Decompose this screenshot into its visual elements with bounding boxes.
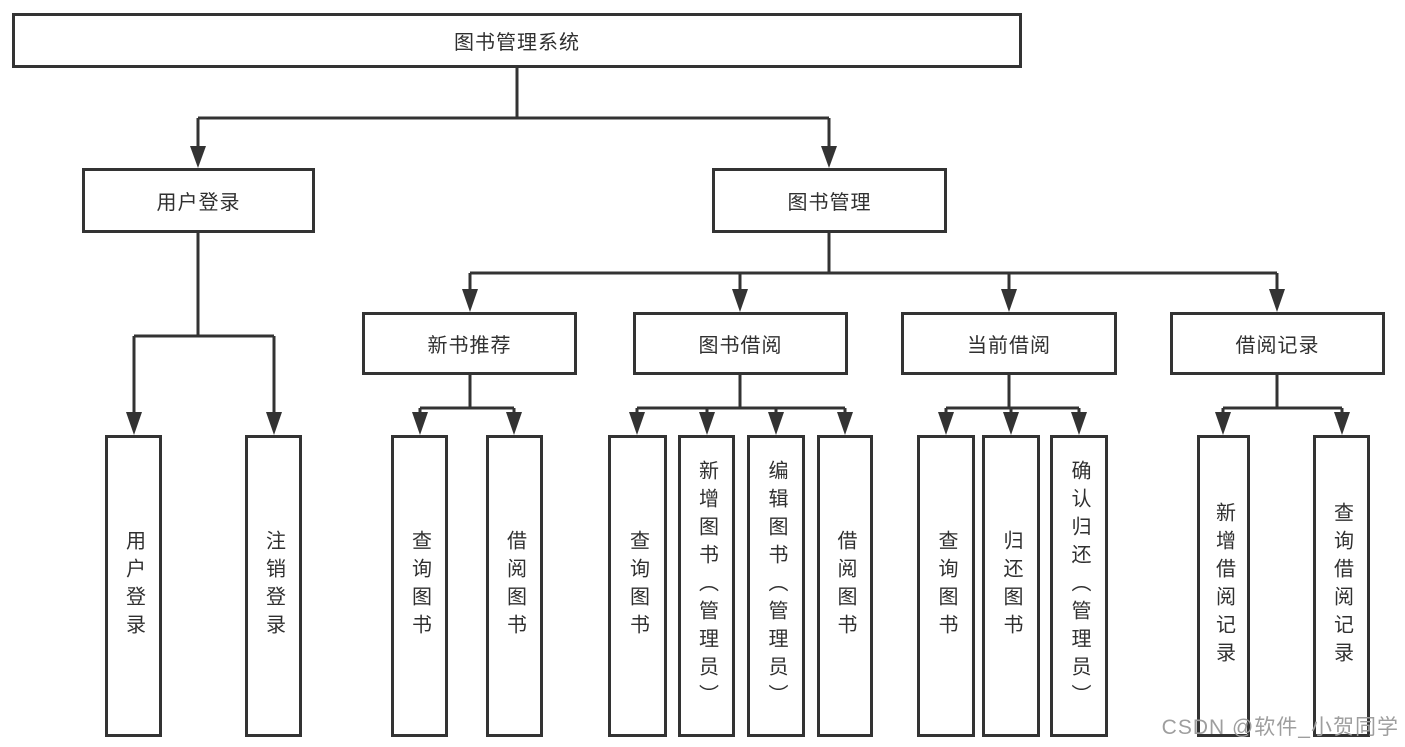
node-label: 用户登录 xyxy=(122,530,145,642)
node-label: 注销登录 xyxy=(262,530,285,642)
arrowhead xyxy=(1269,289,1285,312)
node-label: 图书管理系统 xyxy=(454,32,580,54)
node-label: 借阅记录 xyxy=(1235,335,1320,357)
node-current-borrow: 当前借阅 xyxy=(901,312,1117,375)
leaf-query-books-borrow: 查询图书 xyxy=(608,435,667,737)
node-user-login: 用户登录 xyxy=(82,168,315,233)
arrowhead xyxy=(768,412,784,435)
node-label: 查询图书 xyxy=(626,530,649,642)
node-label: 确认归还（管理员） xyxy=(1068,460,1090,712)
leaf-edit-books-admin: 编辑图书（管理员） xyxy=(747,435,805,737)
leaf-confirm-return-admin: 确认归还（管理员） xyxy=(1050,435,1108,737)
arrowhead xyxy=(462,289,478,312)
leaf-borrow-books-recommend: 借阅图书 xyxy=(486,435,543,737)
arrowhead xyxy=(699,412,715,435)
node-label: 图书借阅 xyxy=(698,335,783,357)
node-book-management: 图书管理 xyxy=(712,168,947,233)
arrowhead xyxy=(506,412,522,435)
leaf-query-borrow-record: 查询借阅记录 xyxy=(1313,435,1370,737)
node-label: 新书推荐 xyxy=(427,335,512,357)
node-label: 用户登录 xyxy=(156,192,241,214)
leaf-add-books-admin: 新增图书（管理员） xyxy=(678,435,735,737)
node-label: 新增图书（管理员） xyxy=(695,460,718,712)
arrowhead xyxy=(1003,412,1019,435)
leaf-query-books-recommend: 查询图书 xyxy=(391,435,448,737)
node-new-book-recommend: 新书推荐 xyxy=(362,312,577,375)
arrowhead xyxy=(629,412,645,435)
leaf-user-login: 用户登录 xyxy=(105,435,162,737)
arrowhead xyxy=(412,412,428,435)
node-label: 借阅图书 xyxy=(834,530,856,642)
node-label: 编辑图书（管理员） xyxy=(765,460,787,712)
arrowhead xyxy=(938,412,954,435)
node-borrow-records: 借阅记录 xyxy=(1170,312,1385,375)
arrowhead xyxy=(821,146,837,168)
arrowhead xyxy=(732,289,748,312)
arrowhead xyxy=(266,412,282,435)
leaf-borrow-books: 借阅图书 xyxy=(817,435,873,737)
node-label: 查询图书 xyxy=(935,530,957,642)
node-label: 查询借阅记录 xyxy=(1330,502,1353,670)
leaf-return-books: 归还图书 xyxy=(982,435,1040,737)
node-label: 查询图书 xyxy=(408,530,431,642)
csdn-watermark: CSDN @软件_小贺同学 xyxy=(1161,716,1399,739)
arrowhead xyxy=(190,146,206,168)
node-label: 借阅图书 xyxy=(503,530,526,642)
arrowhead xyxy=(1001,289,1017,312)
leaf-add-borrow-record: 新增借阅记录 xyxy=(1197,435,1250,737)
arrowhead xyxy=(126,412,142,435)
node-label: 归还图书 xyxy=(1000,530,1022,642)
arrowhead xyxy=(1071,412,1087,435)
leaf-query-books-current: 查询图书 xyxy=(917,435,975,737)
node-label: 当前借阅 xyxy=(967,335,1051,357)
node-library-management-system: 图书管理系统 xyxy=(12,13,1022,68)
node-label: 新增借阅记录 xyxy=(1212,502,1235,670)
node-book-borrow: 图书借阅 xyxy=(633,312,848,375)
node-label: 图书管理 xyxy=(787,192,872,214)
arrowhead xyxy=(1334,412,1350,435)
leaf-logout: 注销登录 xyxy=(245,435,302,737)
arrowhead xyxy=(1215,412,1231,435)
arrowhead xyxy=(837,412,853,435)
